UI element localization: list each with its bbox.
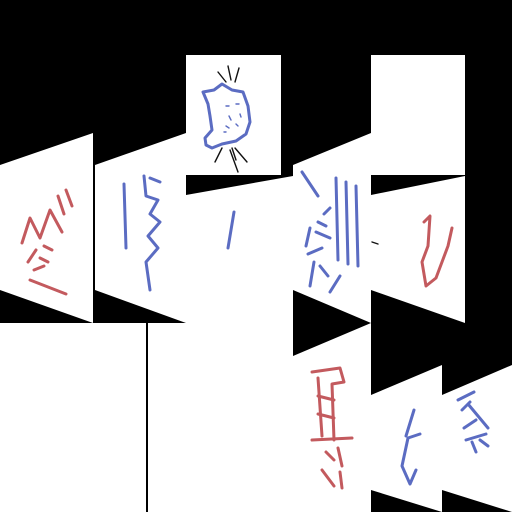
stroke-drawing-icon xyxy=(226,210,236,250)
card-face xyxy=(95,133,186,323)
card-row3-2[interactable] xyxy=(148,323,293,512)
card-face xyxy=(186,176,293,323)
card-face xyxy=(371,55,465,175)
card-face xyxy=(186,55,281,175)
lines-drawing-icon xyxy=(456,390,490,454)
card-face xyxy=(442,365,512,512)
card-row3-4[interactable] xyxy=(371,365,442,512)
card-face xyxy=(371,176,465,323)
cat-drawing-icon xyxy=(201,65,252,173)
card-top-right-blank[interactable] xyxy=(371,55,465,175)
card-row3-3[interactable] xyxy=(293,323,371,512)
card-row3-5[interactable] xyxy=(442,365,512,512)
squiggle-drawing-icon xyxy=(371,214,454,288)
card-top-cat[interactable] xyxy=(186,55,281,175)
card-row2-5[interactable] xyxy=(371,176,465,323)
hook-drawing-icon xyxy=(400,408,422,486)
card-row2-2[interactable] xyxy=(95,133,186,323)
card-row2-3[interactable] xyxy=(186,176,293,323)
card-face xyxy=(0,133,93,323)
card-row2-4[interactable] xyxy=(293,133,371,323)
tally-drawing-icon xyxy=(300,170,360,294)
card-face xyxy=(293,133,371,323)
card-row3-1[interactable] xyxy=(0,323,146,512)
card-row2-1[interactable] xyxy=(0,133,93,323)
bracket-drawing-icon xyxy=(122,174,162,292)
ladder-drawing-icon xyxy=(310,366,354,490)
card-face xyxy=(148,323,293,512)
scribble-drawing-icon xyxy=(20,188,74,296)
card-face xyxy=(0,323,146,512)
